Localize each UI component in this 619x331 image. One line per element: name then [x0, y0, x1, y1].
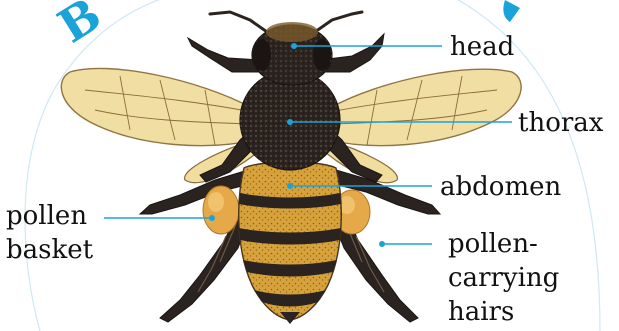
label-head: head: [450, 32, 514, 62]
title-fragment: B: [49, 0, 111, 53]
callout-pollen-basket: pollen basket: [6, 201, 215, 265]
label-hairs-line2: carrying: [448, 263, 559, 293]
pollen-basket-left-highlight: [208, 192, 224, 212]
label-pollen-basket-line2: basket: [6, 235, 94, 265]
pollen-basket-left: [203, 186, 239, 234]
label-hairs-line3: hairs: [448, 297, 514, 327]
label-hairs-line1: pollen-: [448, 229, 538, 259]
label-pollen-basket-line1: pollen: [6, 201, 87, 231]
label-thorax: thorax: [518, 108, 604, 138]
title-fragment-tail: [503, 0, 520, 22]
label-abdomen: abdomen: [440, 172, 561, 202]
